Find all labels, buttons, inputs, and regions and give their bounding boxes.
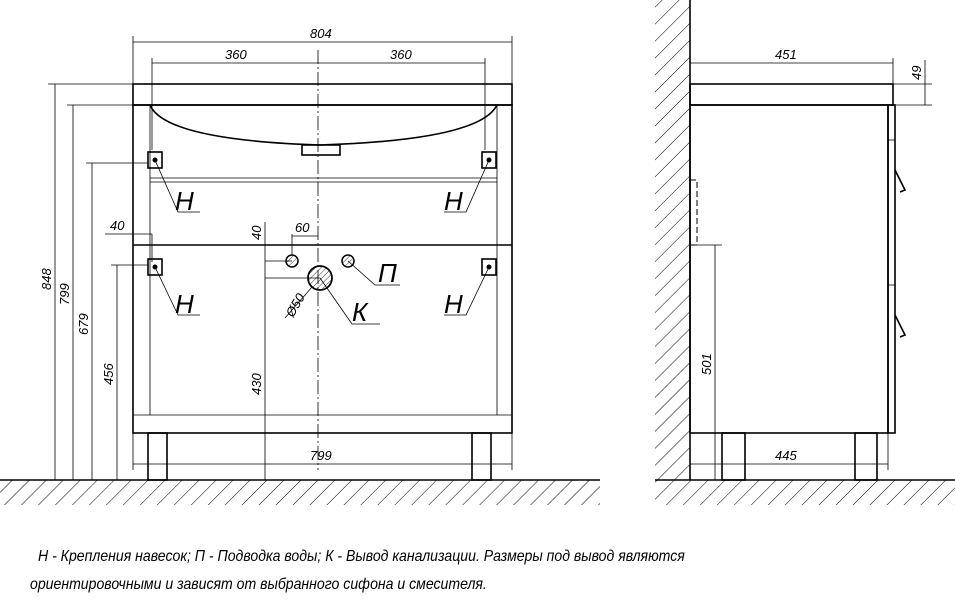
- leg: [471, 432, 492, 481]
- water-label: П: [378, 258, 397, 288]
- dim-half-right: 360: [390, 47, 412, 62]
- dim-upper-mount: 679: [76, 313, 91, 335]
- dim-panel-height: 501: [699, 353, 714, 375]
- side-view: 451 49 501 445: [655, 0, 955, 505]
- dim-pipe-spacing: 60: [295, 220, 310, 235]
- dim-bottom-width: 799: [310, 448, 332, 463]
- mount-label: Н: [175, 186, 194, 216]
- side-body: [689, 104, 889, 434]
- drain-stub: [301, 144, 341, 156]
- leg: [721, 432, 746, 481]
- drain-diameter-dim: Ø50: [282, 290, 308, 320]
- mount-label: Н: [175, 289, 194, 319]
- dim-pipe-offset: 40: [249, 225, 264, 240]
- mount-label: Н: [444, 186, 463, 216]
- door-handle: [894, 169, 907, 193]
- floor-hatch-side: [655, 480, 955, 505]
- dim-total-height: 848: [39, 268, 54, 290]
- dim-mount-offset: 40: [110, 218, 125, 233]
- basin-outline: [149, 104, 498, 146]
- mount-label: Н: [444, 289, 463, 319]
- door-front: [887, 104, 896, 434]
- leg: [854, 432, 878, 481]
- dim-body-depth: 445: [775, 448, 797, 463]
- dim-top-depth: 451: [775, 47, 797, 62]
- dim-lower-mount: 456: [101, 363, 116, 385]
- leg: [147, 432, 168, 481]
- front-view: Н Н Н Н П К Ø50 804: [0, 26, 600, 505]
- drain-label: К: [352, 297, 369, 327]
- countertop: [132, 83, 513, 106]
- dim-half-left: 360: [225, 47, 247, 62]
- wall-hatch: [655, 0, 690, 480]
- dim-drain-height: 430: [249, 373, 264, 395]
- legend-note-line1: Н - Крепления навесок; П - Подводка воды…: [38, 548, 685, 565]
- dim-top-thickness: 49: [909, 66, 924, 80]
- cabinet-body: [132, 104, 513, 434]
- dim-total-width: 804: [310, 26, 332, 41]
- dim-body-height: 799: [57, 283, 72, 305]
- side-countertop: [689, 83, 894, 106]
- floor-hatch-front: [0, 480, 600, 505]
- legend-note-line2: ориентировочными и зависят от выбранного…: [30, 576, 487, 593]
- door-handle: [894, 314, 907, 338]
